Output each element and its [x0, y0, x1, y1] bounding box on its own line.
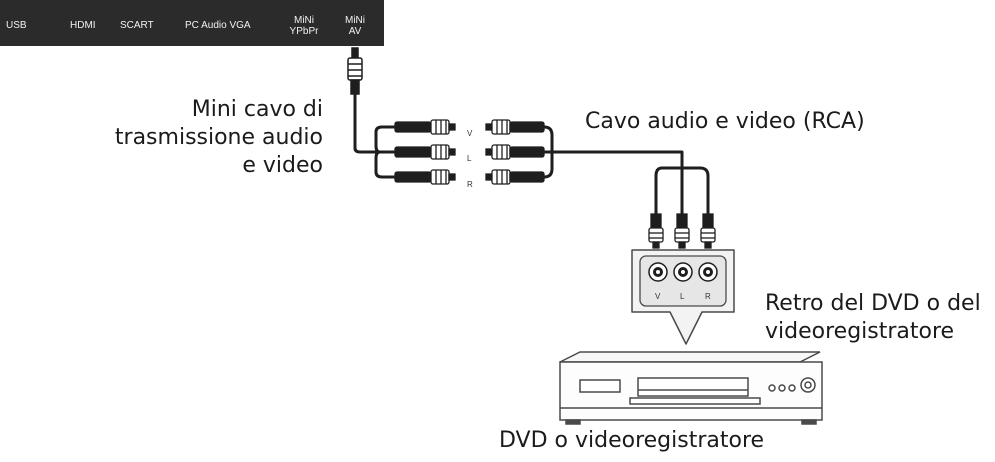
device-back-label: Retro del DVD o del videoregistratore	[765, 290, 981, 346]
mini-cable-label-line2: trasmissione audio	[114, 125, 323, 150]
jack-r	[698, 262, 718, 282]
jack-v	[648, 262, 668, 282]
port-mini-av-line2: AV	[348, 26, 362, 37]
splitter-label-l: L	[467, 154, 472, 163]
port-mini-av-line1: MiNi	[345, 15, 365, 26]
port-mini-av: MiNi AV	[340, 15, 370, 37]
mini-cable-label-line3: e video	[242, 153, 323, 178]
splitter-label-r: R	[467, 180, 473, 189]
device-jack-label-l: L	[680, 292, 685, 301]
device-jack-label-r: R	[705, 292, 711, 301]
device-label: DVD o videoregistratore	[499, 428, 765, 453]
device-rca-plugs	[648, 213, 716, 249]
rca-cable	[543, 125, 710, 214]
splitter-label-v: V	[467, 129, 473, 138]
device-plug-v	[648, 213, 664, 249]
port-mini-ypbpr-line1: MiNi	[294, 15, 314, 26]
port-mini-ypbpr-line2: YPbPr	[289, 26, 319, 37]
port-hdmi: HDMI	[70, 20, 96, 31]
device-back-callout	[631, 249, 735, 345]
left-rca-plugs	[394, 119, 456, 185]
port-pc-audio-vga: PC Audio VGA	[185, 20, 251, 31]
right-plug-l	[485, 144, 545, 160]
mini-jack-plug	[347, 47, 363, 95]
device-back-label-line2: videoregistratore	[765, 319, 955, 344]
rca-cable-label: Cavo audio e video (RCA)	[585, 109, 865, 134]
mini-cable-label: Mini cavo di trasmissione audio e video	[115, 96, 323, 180]
right-plug-v	[485, 119, 545, 135]
dvd-player	[559, 351, 823, 425]
port-mini-ypbpr: MiNi YPbPr	[286, 15, 322, 37]
port-scart: SCART	[120, 20, 154, 31]
mini-cable	[353, 94, 380, 154]
left-plug-r	[394, 169, 456, 185]
left-plug-l	[394, 144, 456, 160]
port-usb: USB	[6, 20, 27, 31]
mini-cable-branch-bottom	[374, 150, 395, 179]
right-rca-plugs	[485, 119, 545, 185]
mini-cable-label-line1: Mini cavo di	[191, 97, 323, 122]
device-back-label-line1: Retro del DVD o del	[765, 291, 981, 316]
right-plug-r	[485, 169, 545, 185]
device-plug-l	[674, 213, 690, 249]
left-plug-v	[394, 119, 456, 135]
tv-connector-panel: USB HDMI SCART PC Audio VGA MiNi YPbPr M…	[0, 0, 384, 46]
jack-l	[673, 262, 693, 282]
mini-cable-branch-top	[374, 125, 395, 154]
device-plug-r	[700, 213, 716, 249]
device-jack-label-v: V	[655, 292, 661, 301]
